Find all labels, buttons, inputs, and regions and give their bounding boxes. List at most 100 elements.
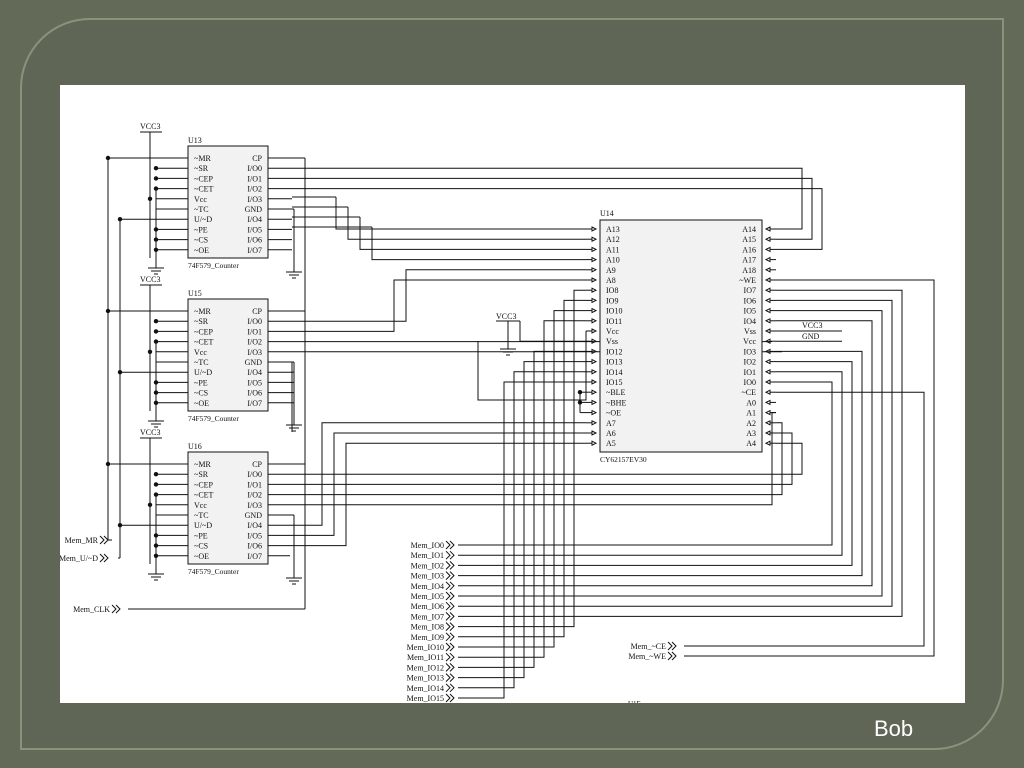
wire	[290, 442, 803, 475]
pin-label: Vcc	[194, 195, 207, 204]
pin-label: IO1	[744, 368, 756, 377]
pin-label: I/O1	[247, 327, 262, 336]
wire	[458, 289, 903, 617]
pin-label: I/O1	[247, 480, 262, 489]
chevron-right-icon	[445, 540, 451, 550]
ground-symbol	[286, 574, 302, 585]
pin-label: A0	[746, 398, 756, 407]
chevron-right-icon	[445, 581, 451, 591]
chevron-right-icon	[667, 641, 673, 651]
port-chevron-icon	[445, 561, 455, 570]
pin-label: I/O0	[247, 470, 262, 479]
pin-label: A14	[742, 225, 756, 234]
pin-arrow-icon	[591, 368, 598, 375]
pin-label: IO8	[606, 286, 618, 295]
port-label-mem-io9: Mem_IO9	[411, 633, 444, 642]
port-label-mem-mr: Mem_MR	[65, 536, 99, 545]
wire	[458, 350, 586, 668]
pin-label: IO13	[606, 358, 622, 367]
chevron-right-icon	[445, 561, 451, 570]
chevron-right-icon	[449, 642, 455, 652]
chevron-right-icon	[449, 632, 455, 642]
wire	[458, 361, 586, 679]
pin-label: IO6	[744, 296, 756, 305]
pin-label: Vcc	[194, 348, 207, 357]
pin-arrow-icon	[591, 328, 598, 334]
junction-dot	[577, 400, 583, 405]
port-chevron-icon	[445, 622, 455, 631]
port-label-mem-io14: Mem_IO14	[407, 684, 444, 693]
pin-label: A10	[606, 256, 620, 265]
pin-arrow-icon	[591, 409, 598, 416]
ground-symbol	[500, 345, 516, 356]
junction-dot	[153, 400, 159, 405]
junction-dot	[105, 308, 111, 314]
pin-label: A9	[606, 266, 616, 275]
pin-arrow-icon	[764, 368, 771, 375]
pin-label: A13	[606, 225, 620, 234]
junction-dot	[153, 492, 159, 497]
vcc-label: VCC3	[496, 312, 516, 321]
pin-label: I/O7	[247, 399, 262, 408]
pin-label: GND	[245, 205, 263, 214]
port-chevron-icon	[99, 535, 109, 545]
pin-arrow-icon	[764, 338, 771, 345]
wire	[458, 299, 586, 638]
pin-label: A2	[746, 419, 756, 428]
wire	[458, 371, 843, 556]
pin-label: ~CET	[194, 491, 214, 500]
pin-label: CP	[252, 460, 262, 469]
chip-part: 74F579_Counter	[188, 414, 239, 423]
gnd-label: GND	[802, 332, 820, 341]
wire	[371, 227, 586, 261]
pin-label: IO9	[606, 296, 618, 305]
chip-body	[187, 145, 269, 259]
pin-label: IO12	[606, 347, 622, 356]
pin-label: ~CS	[194, 236, 208, 245]
pin-arrow-icon	[764, 307, 771, 314]
presenter-name: Bob	[874, 716, 914, 741]
pin-label: ~PE	[194, 378, 208, 387]
pin-label: A17	[742, 256, 756, 265]
port-label-mem-io1: Mem_IO1	[411, 551, 444, 560]
junction-dot	[153, 543, 159, 548]
junction-dot	[117, 217, 123, 222]
port-chevron-icon	[445, 632, 455, 642]
pin-label: A16	[742, 245, 756, 254]
pin-label: ~WE	[739, 276, 756, 285]
port-label-mem-io6: Mem_IO6	[411, 602, 444, 611]
chevron-right-icon	[445, 652, 451, 662]
port-label-mem-ce: Mem_~CE	[631, 642, 667, 651]
port-chevron-icon	[445, 693, 455, 703]
chevron-right-icon	[449, 540, 455, 550]
port-chevron-icon	[445, 642, 455, 652]
port-label-mem-io8: Mem_IO8	[411, 623, 444, 632]
wire	[290, 188, 823, 250]
chevron-right-icon	[449, 601, 455, 611]
wire	[290, 422, 783, 496]
pin-label: ~TC	[194, 511, 209, 520]
pin-label: ~CEP	[194, 174, 214, 183]
pin-label: I/O2	[247, 491, 262, 500]
pin-arrow-icon	[764, 328, 771, 334]
pin-arrow-icon	[764, 277, 771, 283]
pin-arrow-icon	[764, 236, 771, 243]
pin-label: ~TC	[194, 358, 209, 367]
chevron-right-icon	[111, 604, 117, 614]
chevron-right-icon	[445, 571, 451, 580]
pin-arrow-icon	[764, 317, 771, 324]
wire	[458, 361, 853, 566]
pin-label: I/O5	[247, 378, 262, 387]
port-chevron-icon	[667, 641, 677, 651]
wire	[458, 299, 893, 607]
chip-body	[187, 298, 269, 412]
wire	[458, 381, 586, 699]
port-chevron-icon	[445, 652, 455, 662]
wire	[477, 331, 587, 401]
chevron-right-icon	[103, 553, 109, 563]
port-chevron-icon	[445, 540, 455, 550]
pin-label: IO3	[744, 347, 756, 356]
wire	[290, 269, 586, 322]
pin-label: I/O6	[247, 236, 262, 245]
pin-arrow-icon	[764, 287, 771, 294]
